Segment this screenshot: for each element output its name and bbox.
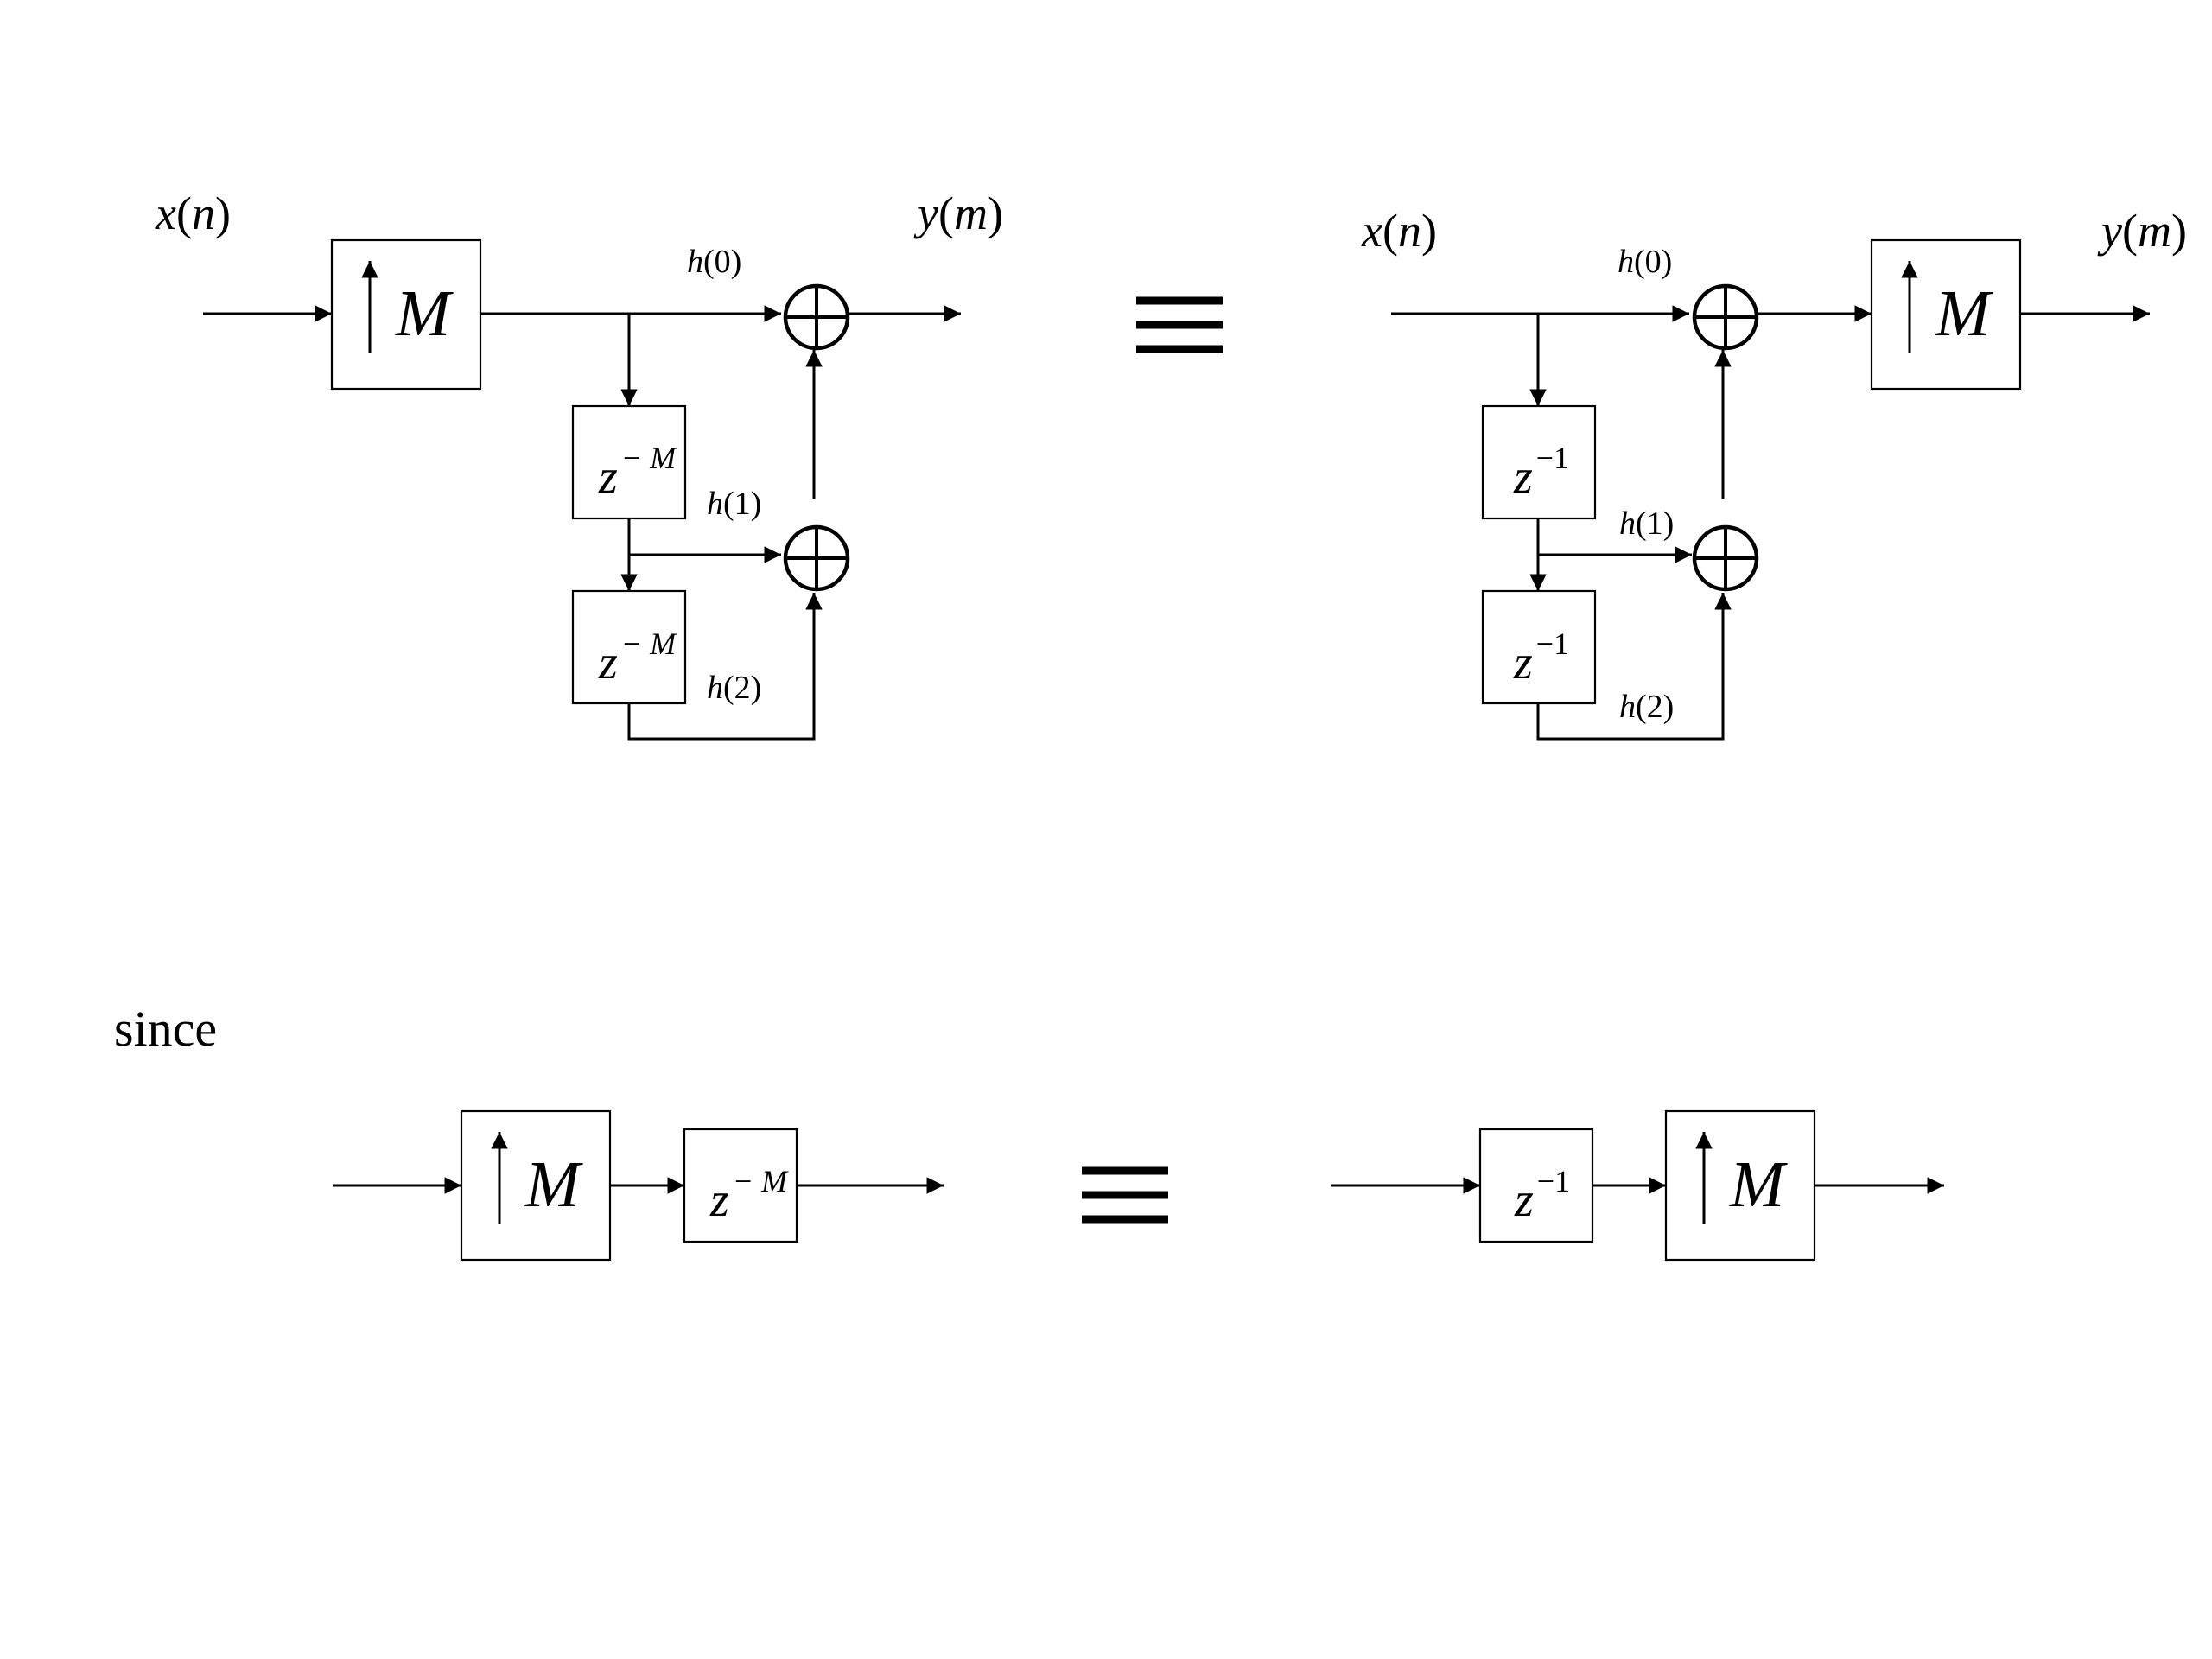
coef-h0: h(0) [687, 244, 741, 280]
input-label: x(n) [1361, 205, 1437, 257]
coef-h2: h(2) [1619, 689, 1674, 725]
output-label: y(m) [913, 188, 1003, 239]
output-label: y(m) [2097, 205, 2187, 257]
delay-label: z−1 [1513, 441, 1569, 504]
since-label: since [114, 1001, 217, 1057]
delay-block-1: z− M [571, 404, 687, 520]
summer-top [783, 283, 850, 351]
input-label: x(n) [155, 188, 231, 239]
delay-box [1481, 589, 1597, 705]
coef-h1: h(1) [707, 486, 761, 522]
upsampler-box [460, 1109, 612, 1262]
bottom-right-diagram: z−1 M [1331, 1109, 1944, 1262]
delay-label: z−1 [1513, 626, 1569, 690]
delay-box [683, 1128, 798, 1243]
upsampler-factor: M [1935, 277, 1993, 350]
delay-box [1478, 1128, 1594, 1243]
upsampler-factor: M [395, 277, 454, 350]
upsampler-box [1664, 1109, 1816, 1262]
coef-h0: h(0) [1618, 244, 1672, 280]
coef-h2: h(2) [707, 670, 761, 706]
top-right-diagram: x(n) y(m) z−1 z−1 M [1361, 205, 2187, 741]
delay-block-2: z−1 [1481, 589, 1597, 705]
delay-block: z−1 [1478, 1128, 1594, 1243]
upsampler-factor: M [524, 1148, 583, 1221]
summer-top [1692, 283, 1759, 351]
bottom-left-diagram: M z− M [333, 1109, 944, 1262]
top-left-diagram: x(n) y(m) M z− M z− M [155, 188, 1003, 741]
h2-path [1536, 593, 1732, 741]
summer-bottom [783, 524, 850, 592]
delay-block-1: z−1 [1481, 404, 1597, 520]
upsampler-block: M [1870, 238, 2022, 391]
delay-label: z−1 [1514, 1164, 1570, 1227]
delay-label: z− M [709, 1164, 789, 1227]
summer-bottom [1692, 524, 1759, 592]
equivalence-symbol-bottom [1082, 1166, 1168, 1224]
upsampler-box [330, 238, 482, 391]
h2-path [627, 593, 823, 741]
upsampler-factor: M [1729, 1148, 1788, 1221]
delay-label: z− M [598, 626, 677, 690]
upsampler-block: M [1664, 1109, 1816, 1262]
delay-block: z− M [683, 1128, 798, 1243]
delay-block-2: z− M [571, 589, 687, 705]
coef-h1: h(1) [1619, 505, 1674, 542]
upsampler-box [1870, 238, 2022, 391]
upsampler-block: M [460, 1109, 612, 1262]
delay-label: z− M [598, 441, 677, 504]
equivalence-symbol-top [1136, 296, 1223, 353]
upsampler-block: M [330, 238, 482, 391]
delay-box [571, 589, 687, 705]
